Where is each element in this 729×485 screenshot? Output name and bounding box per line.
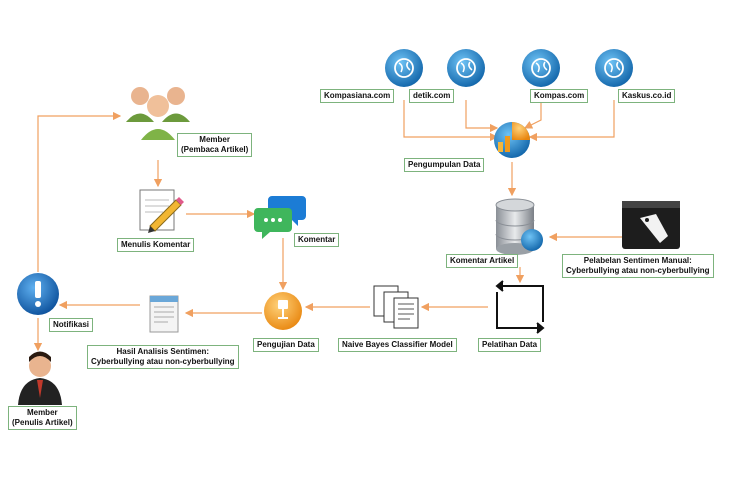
edge-notif-pembaca [37, 111, 122, 272]
labeling-label-line2: Cyberbullying atau non-cyberbullying [566, 266, 710, 275]
reader-member-label: Member (Pembaca Artikel) [177, 133, 253, 157]
edit-note-icon [139, 189, 184, 233]
globe-icon [447, 49, 485, 87]
notification-icon [17, 273, 59, 315]
edge-kompasiana-collect [403, 100, 499, 142]
edge-kompas-collect [523, 100, 542, 129]
edge-detik-collect [465, 100, 499, 133]
training-label: Pelatihan Data [478, 338, 542, 352]
globe-icon [522, 49, 560, 87]
edge-kaskus-collect [528, 100, 615, 142]
labeling-label-line1: Pelabelan Sentimen Manual: [583, 256, 692, 265]
chat-icon [254, 196, 306, 239]
reader-member-line2: (Pembaca Artikel) [181, 145, 249, 154]
comment-label: Komentar [294, 233, 340, 247]
source-label-kompas: Kompas.com [530, 89, 589, 103]
model-label: Naive Bayes Classifier Model [338, 338, 457, 352]
database-icon [495, 198, 543, 255]
testing-label: Pengujian Data [253, 338, 319, 352]
notification-label: Notifikasi [49, 318, 94, 332]
write-comment-label: Menulis Komentar [117, 238, 195, 252]
globe-icon [385, 49, 423, 87]
author-member-line1: Member [26, 408, 58, 417]
article-comments-label: Komentar Artikel [446, 254, 519, 268]
report-icon [149, 295, 179, 333]
result-label: Hasil Analisis Sentimen: Cyberbullying a… [87, 345, 239, 369]
labeling-label: Pelabelan Sentimen Manual: Cyberbullying… [562, 254, 714, 278]
author-avatar-icon [18, 351, 62, 405]
data-collection-icon [494, 122, 530, 158]
tag-window-icon [622, 201, 680, 249]
readers-group-icon [126, 87, 190, 140]
cycle-icon [495, 280, 545, 334]
author-member-label: Member (Penulis Artikel) [8, 406, 77, 430]
source-label-detik: detik.com [409, 89, 455, 103]
source-label-kaskus: Kaskus.co.id [618, 89, 676, 103]
reader-member-line1: Member [199, 135, 230, 144]
collection-label: Pengumpulan Data [404, 158, 485, 172]
source-label-kompasiana: Kompasiana.com [320, 89, 395, 103]
result-label-line1: Hasil Analisis Sentimen: [116, 347, 210, 356]
testing-icon [264, 292, 302, 330]
connectors [33, 100, 622, 352]
result-label-line2: Cyberbullying atau non-cyberbullying [91, 357, 235, 366]
globe-icon [595, 49, 633, 87]
documents-icon [373, 285, 419, 329]
author-member-line2: (Penulis Artikel) [12, 418, 73, 427]
